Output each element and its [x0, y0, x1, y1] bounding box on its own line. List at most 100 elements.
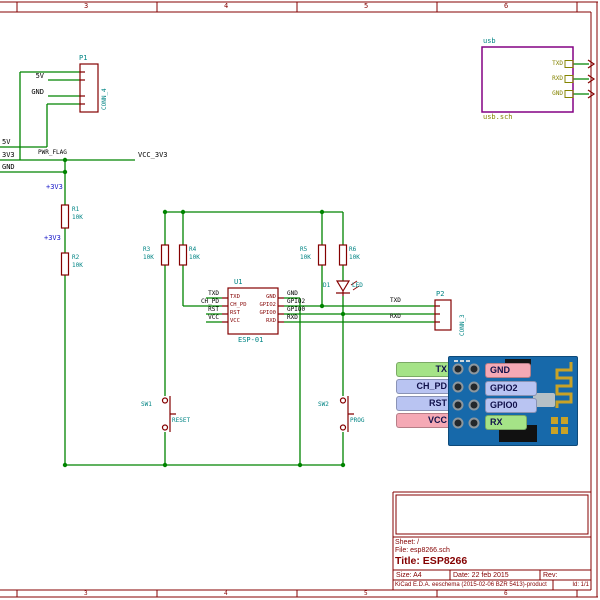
- pwr-flag-label: PWR_FLAG: [38, 149, 67, 156]
- u1-pin-name: TXD: [230, 294, 240, 300]
- p1-value: CONN_4: [101, 88, 108, 110]
- net-label-chpd: CH_PD: [200, 298, 219, 305]
- p1-reference: P1: [79, 54, 88, 62]
- u1-pin-name: GPIO2: [259, 302, 276, 308]
- antenna-trace: [555, 362, 573, 408]
- pinout-module-rx: RX: [485, 415, 527, 430]
- d1-reference: D1: [323, 282, 331, 289]
- net-label-vcc3v3: VCC_3V3: [138, 151, 168, 159]
- u1-pin-name: RST: [230, 310, 240, 316]
- net-label-txd: TXD: [208, 290, 219, 297]
- r4-value: 10K: [189, 254, 200, 261]
- sw1-reference: SW1: [141, 401, 152, 408]
- pinout-module-gpio0: GPIO0: [485, 398, 537, 413]
- pinout-module-gnd: GND: [485, 363, 531, 378]
- pinout-legend-chpd: CH_PD: [396, 379, 452, 394]
- connector-p1-symbol: [79, 63, 99, 113]
- rail-label-3v3: 3V3: [2, 151, 15, 159]
- d1-value: LED: [352, 282, 363, 289]
- net-label-gnd: GND: [287, 290, 298, 297]
- net-label-gnd: GND: [31, 88, 44, 96]
- p2-value: CONN_3: [459, 314, 466, 336]
- titleblock-title: Title: ESP8266: [395, 555, 468, 567]
- titleblock-sheet: Sheet: /: [395, 539, 420, 546]
- titleblock-rev: Rev:: [543, 572, 558, 579]
- sw2-reference: SW2: [318, 401, 329, 408]
- u1-pin-name: CH_PD: [230, 302, 247, 308]
- u1-reference: U1: [234, 278, 243, 286]
- switch-sw1-symbol: [161, 396, 176, 432]
- u1-value: ESP-01: [238, 336, 264, 344]
- titleblock-tool: KiCad E.D.A. eeschema (2015-02-06 BZR 54…: [395, 582, 547, 588]
- esp01-module-photo: GND GPIO2 GPIO0 RX: [448, 356, 578, 446]
- ruler-number: 5: [364, 2, 369, 10]
- power-note-3v3: +3V3: [44, 234, 61, 242]
- r2-value: 10K: [72, 262, 83, 269]
- sw1-value: RESET: [172, 417, 191, 424]
- ruler-number: 6: [504, 2, 509, 10]
- resistor-r5-symbol: [317, 244, 327, 266]
- rail-label-5v: 5V: [2, 138, 11, 146]
- net-label-5v: 5V: [35, 72, 44, 80]
- usb-sheet-symbol: [481, 46, 574, 113]
- title-block-frame: [392, 491, 591, 590]
- r1-value: 10K: [72, 214, 83, 221]
- ruler-number: 6: [504, 590, 508, 597]
- wire-label-txd: TXD: [390, 297, 401, 304]
- net-label-gpio0: GPIO0: [287, 306, 306, 313]
- sheet-pin-rxd: RXD: [552, 75, 563, 82]
- resistor-r2-symbol: [60, 252, 70, 276]
- pinout-legend-vcc: VCC: [396, 413, 452, 428]
- r4-reference: R4: [189, 246, 197, 253]
- usb-sheet-name: usb: [483, 37, 496, 45]
- switch-sw2-symbol: [339, 396, 354, 432]
- wire-label-rxd: RXD: [390, 313, 401, 320]
- power-note-3v3: +3V3: [46, 183, 63, 191]
- resistor-r3-symbol: [160, 244, 170, 266]
- u1-pin-name: GND: [266, 294, 276, 300]
- u1-pin-name: GPIO0: [259, 310, 276, 316]
- page-edge-arrows: [587, 59, 596, 99]
- silkscreen-marks: [454, 360, 470, 362]
- r3-reference: R3: [143, 246, 151, 253]
- ruler-number: 4: [224, 590, 228, 597]
- net-label-vcc: VCC: [208, 314, 219, 321]
- resistor-r1-symbol: [60, 204, 70, 229]
- ruler-number: 3: [84, 590, 88, 597]
- titleblock-file: File: esp8266.sch: [395, 547, 450, 554]
- r3-value: 10K: [143, 254, 154, 261]
- pinout-legend-rst: RST: [396, 396, 452, 411]
- net-label-rxd: RXD: [287, 314, 298, 321]
- r6-value: 10K: [349, 254, 360, 261]
- connector-p2-symbol: [434, 299, 452, 331]
- titleblock-date: Date: 22 feb 2015: [453, 572, 509, 579]
- led-d1-symbol: [335, 280, 360, 296]
- resistor-r4-symbol: [178, 244, 188, 266]
- u1-pin-name: VCC: [230, 318, 240, 324]
- sheet-pin-txd: TXD: [552, 60, 563, 67]
- r5-value: 10K: [300, 254, 311, 261]
- sw2-value: PROG: [350, 417, 365, 424]
- esp-socket-u1-symbol: [222, 287, 284, 335]
- titleblock-size: Size: A4: [396, 572, 422, 579]
- resistor-r6-symbol: [338, 244, 348, 266]
- wire-junctions: [62, 157, 346, 468]
- r2-reference: R2: [72, 254, 80, 261]
- rail-label-gnd: GND: [2, 163, 15, 171]
- r6-reference: R6: [349, 246, 357, 253]
- usb-sheet-file: usb.sch: [483, 113, 513, 121]
- net-label-rst: RST: [208, 306, 219, 313]
- r5-reference: R5: [300, 246, 308, 253]
- ruler-number: 5: [364, 590, 368, 597]
- titleblock-page-id: Id: 1/1: [572, 582, 589, 588]
- wires: [0, 63, 589, 466]
- ruler-number: 3: [84, 2, 89, 10]
- pin-holes: [452, 363, 480, 429]
- r1-reference: R1: [72, 206, 80, 213]
- pinout-module-gpio2: GPIO2: [485, 381, 537, 396]
- ruler-number: 4: [224, 2, 229, 10]
- p2-reference: P2: [436, 290, 445, 298]
